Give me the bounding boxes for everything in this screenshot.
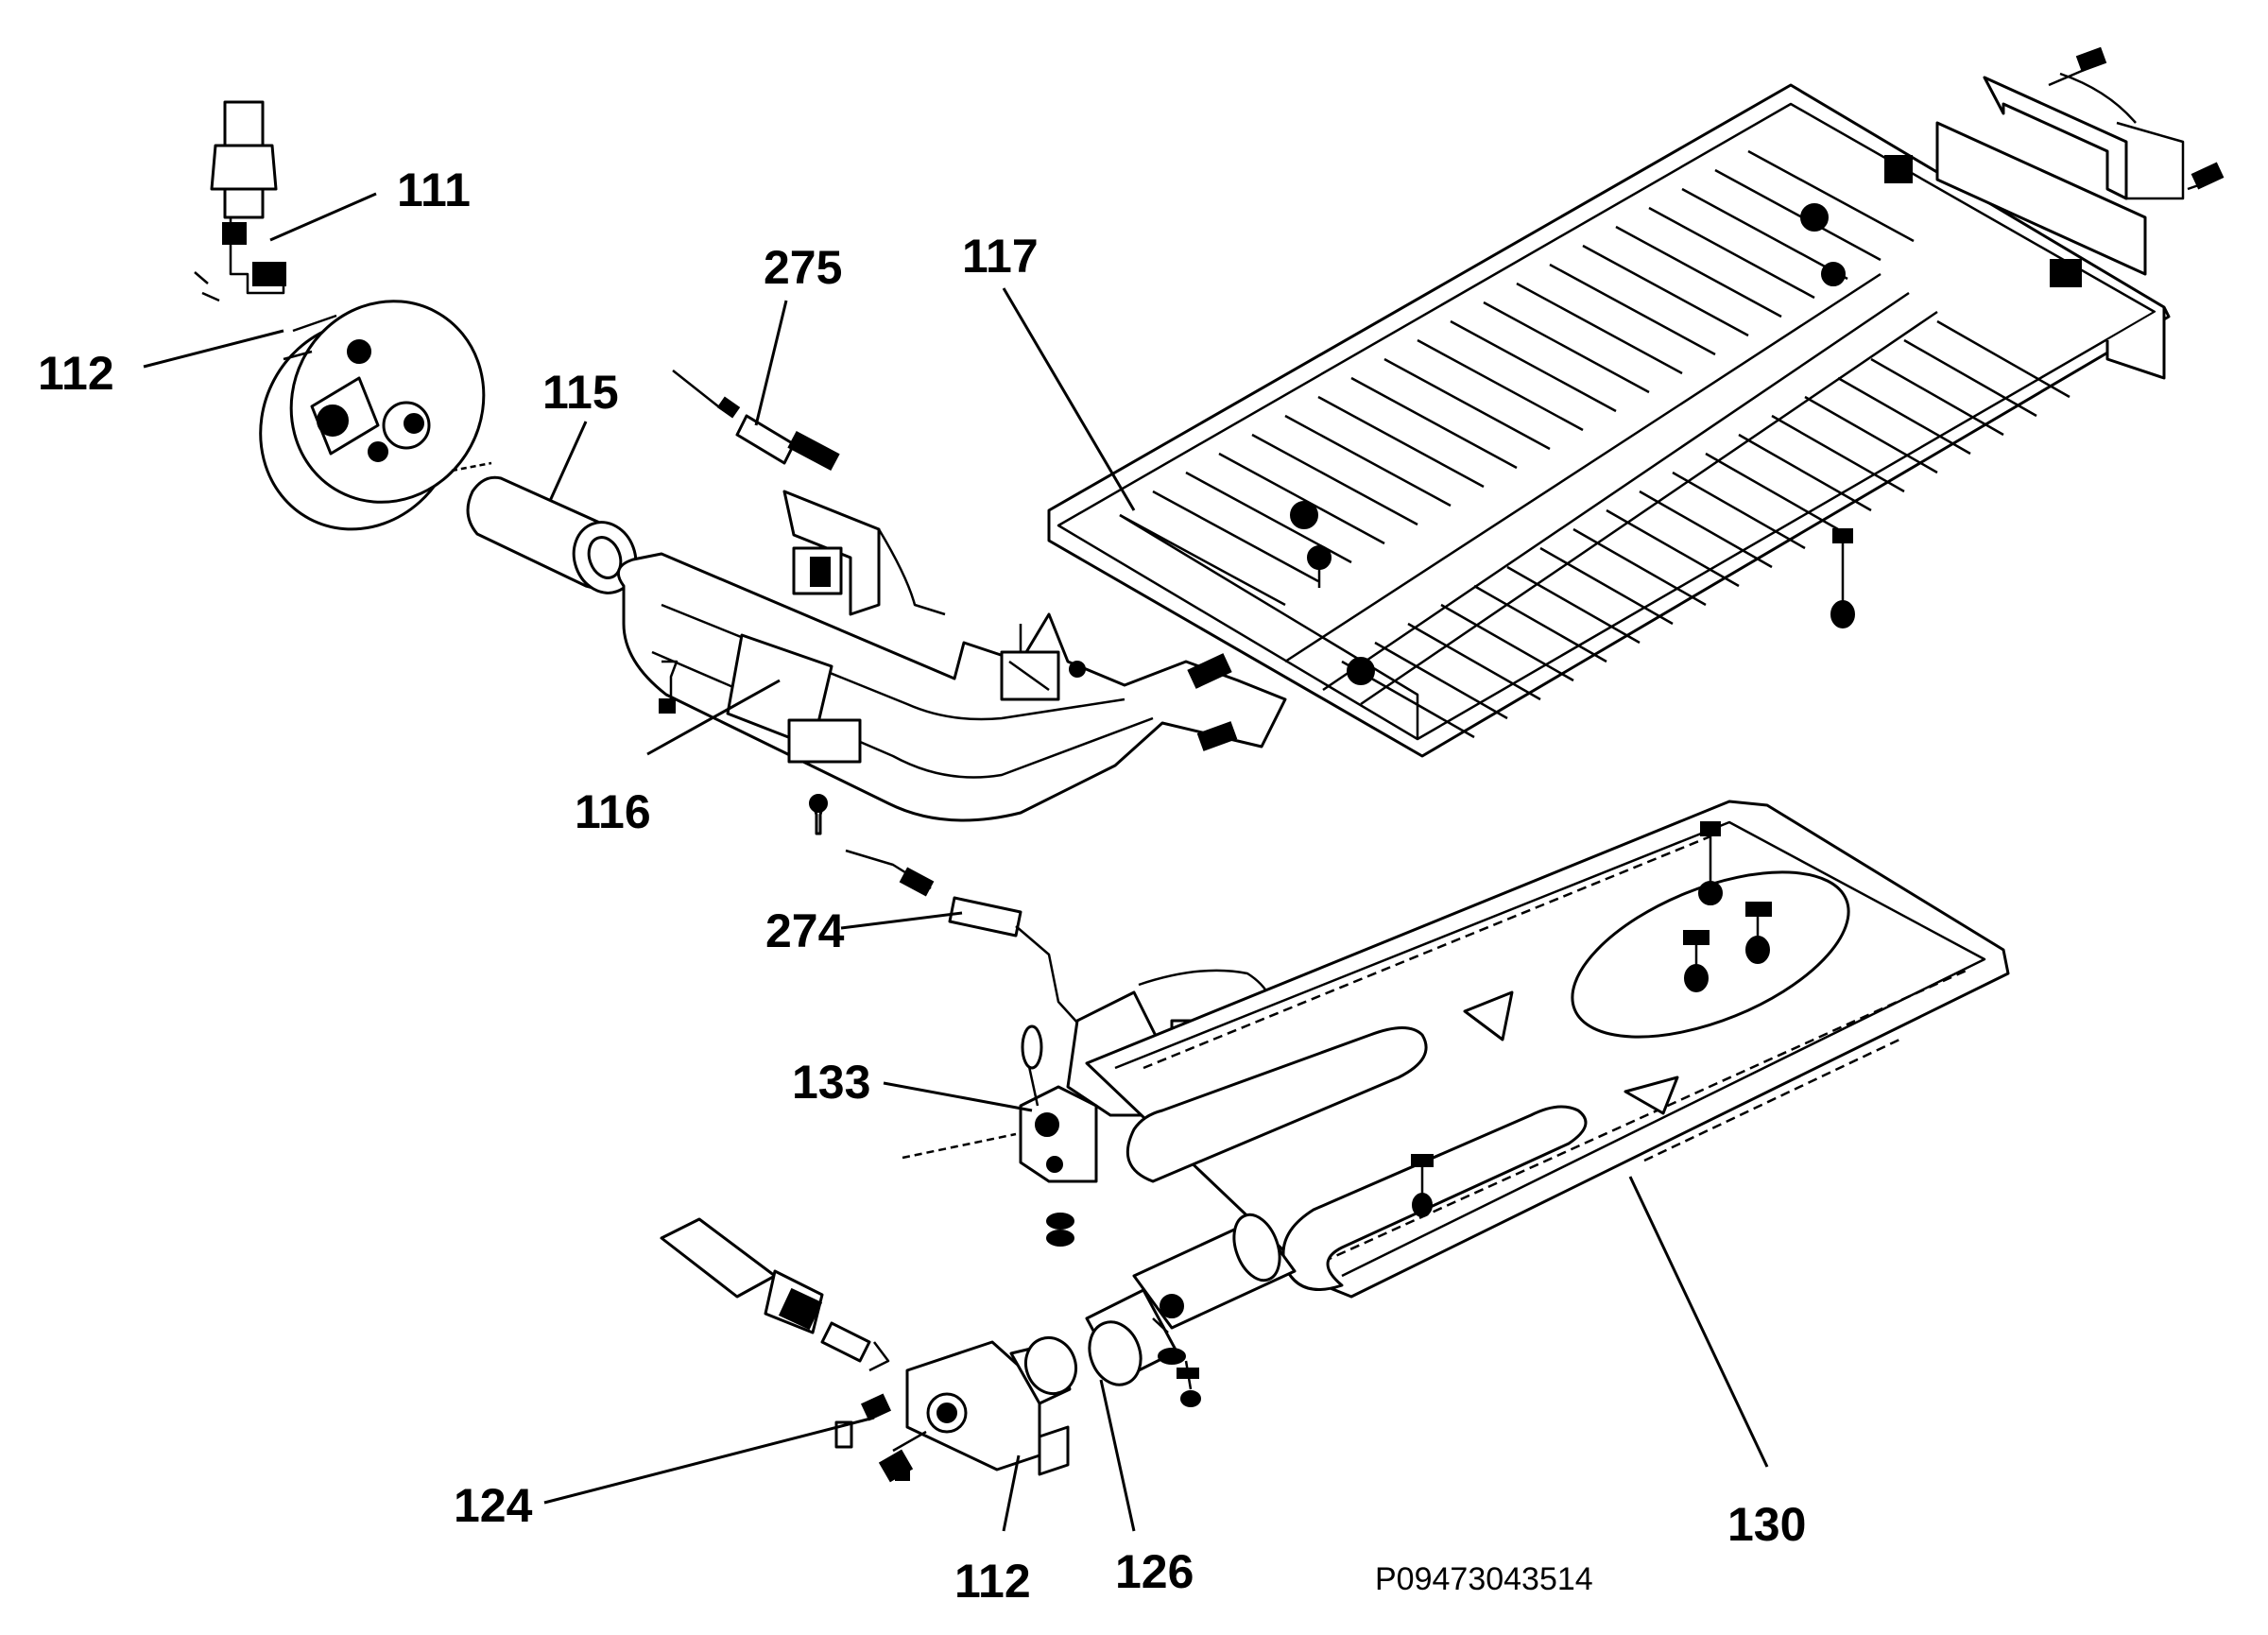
lower-valve-assembly (660, 1217, 1077, 1483)
callout-275: 275 (764, 241, 842, 294)
lower-burner-plate-130 (1085, 800, 2010, 1299)
callout-112-upper: 112 (38, 347, 114, 400)
mixing-tube-115 (451, 461, 638, 594)
burner-grid-117 (1047, 46, 2225, 758)
callout-116: 116 (575, 785, 651, 838)
callout-117: 117 (962, 230, 1039, 283)
round-burner-head (259, 300, 486, 531)
burner-tube-116 (616, 552, 1287, 835)
top-valve-connector (194, 100, 286, 302)
callout-274: 274 (765, 904, 845, 957)
drawing-code: P09473043514 (1375, 1561, 1593, 1597)
lower-mixing-tube (1085, 1213, 1297, 1407)
callout-labels: 111 112 275 117 115 116 274 133 124 112 … (38, 164, 1806, 1608)
callout-124: 124 (454, 1479, 533, 1532)
callout-133: 133 (792, 1056, 870, 1109)
callout-111: 111 (397, 164, 471, 216)
callout-126: 126 (1115, 1545, 1194, 1598)
callout-130: 130 (1727, 1498, 1806, 1551)
callout-115: 115 (542, 366, 619, 419)
igniter-bracket-275 (672, 370, 946, 616)
electrode-274 (845, 849, 1078, 1024)
leader-lines (143, 192, 1769, 1532)
callout-112-lower: 112 (954, 1555, 1031, 1608)
